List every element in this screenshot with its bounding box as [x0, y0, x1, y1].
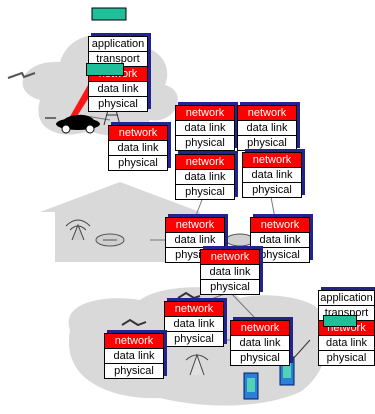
layer-data-link: data link — [176, 121, 234, 136]
layer-physical: physical — [210, 281, 250, 293]
layer-physical: physical — [326, 352, 367, 364]
layer-data-link: data link — [251, 233, 309, 248]
layer-application: application — [319, 292, 374, 306]
layer-data-link: data link — [243, 168, 301, 183]
packet-icon-overlay — [86, 63, 124, 76]
router-stack-7: network data link physical — [250, 214, 313, 263]
router-stack-2: network data link physical — [175, 102, 238, 151]
wireless-link-bolt-4 — [177, 291, 201, 300]
layer-network: network — [166, 218, 224, 233]
access-point-icon — [95, 233, 125, 247]
server-icon — [243, 339, 311, 400]
router-stack-3: network data link physical — [237, 102, 300, 151]
layer-network: network — [251, 218, 309, 233]
layer-data-link: data link — [89, 82, 147, 97]
router-stack-5: network data link physical — [242, 149, 305, 198]
layer-physical: physical — [114, 365, 154, 377]
layer-physical: physical — [118, 157, 158, 169]
layer-network: network — [176, 155, 234, 170]
wireless-link-bolt-1 — [7, 71, 36, 79]
layer-application: application — [89, 37, 147, 52]
layer-network: network — [109, 126, 167, 141]
wireless-link-bolt-3 — [121, 318, 147, 327]
layer-data-link: data link — [166, 233, 224, 248]
router-stack-4: network data link physical — [175, 151, 238, 200]
layer-physical: physical — [98, 98, 138, 110]
bottom-antenna-icon-1 — [185, 353, 209, 376]
layer-network: network — [105, 334, 163, 349]
layer-physical: physical — [260, 249, 300, 261]
router-stack-8: network data link physical — [200, 246, 263, 295]
layer-physical: physical — [185, 186, 225, 198]
router-stack-9: network data link physical — [164, 298, 227, 347]
layer-network: network — [176, 106, 234, 121]
layer-physical: physical — [247, 137, 287, 149]
layer-data-link: data link — [319, 336, 374, 351]
layer-physical: physical — [252, 184, 292, 196]
layer-physical: physical — [240, 352, 280, 364]
wireless-antenna-icon — [65, 219, 91, 241]
layer-physical: physical — [185, 137, 225, 149]
layer-data-link: data link — [165, 317, 223, 332]
destination-protocol-stack: application transport network data link … — [318, 287, 375, 366]
layer-physical: physical — [174, 333, 214, 345]
router-stack-11: network data link physical — [230, 317, 293, 366]
packet-icon-destination — [323, 315, 357, 327]
layer-data-link: data link — [231, 336, 289, 351]
layer-data-link: data link — [201, 265, 259, 280]
layer-network: network — [165, 302, 223, 317]
layer-data-link: data link — [176, 170, 234, 185]
layer-data-link: data link — [238, 121, 296, 136]
layer-data-link: data link — [109, 141, 167, 156]
router-stack-10: network data link physical — [104, 330, 167, 379]
router-stack-6: network data link physical — [165, 214, 228, 263]
layer-network: network — [231, 321, 289, 336]
layer-network: network — [238, 106, 296, 121]
layer-data-link: data link — [105, 349, 163, 364]
router-stack-1: network data link physical — [108, 122, 171, 171]
layer-network: network — [201, 250, 259, 265]
packet-icon — [91, 7, 127, 21]
car-icon — [45, 114, 100, 134]
layer-network: network — [243, 153, 301, 168]
house-shape — [40, 182, 200, 262]
